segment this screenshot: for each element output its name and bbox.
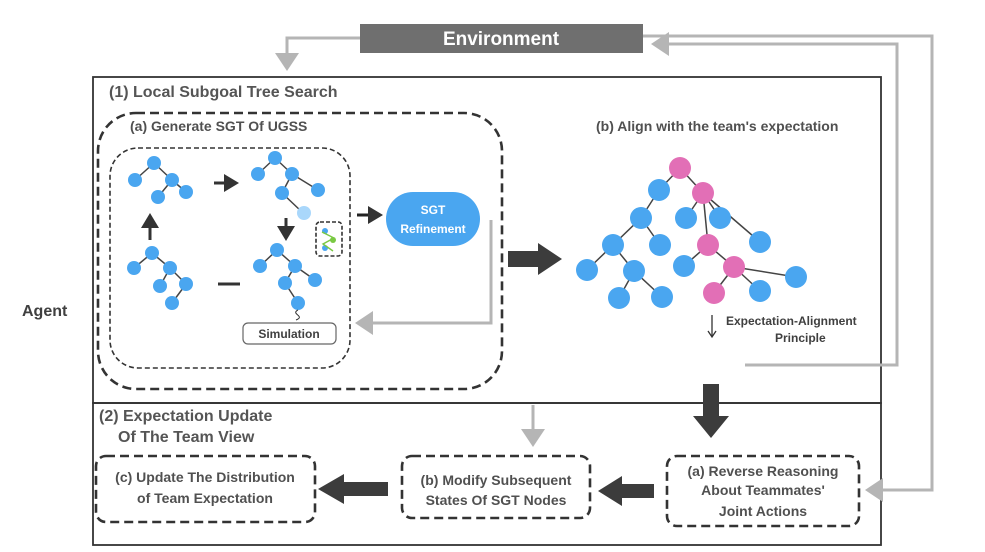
generate-sgt-title: (a) Generate SGT Of UGSS bbox=[130, 118, 307, 134]
environment-label: Environment bbox=[443, 29, 560, 50]
refinement-to-simulation-arrow bbox=[355, 220, 493, 335]
simulation-box: Simulation bbox=[242, 322, 337, 345]
modify-to-update-arrow bbox=[318, 474, 388, 504]
reverse-line2: About Teammates' bbox=[701, 482, 825, 498]
reverse-line1: (a) Reverse Reasoning bbox=[688, 463, 839, 479]
reverse-line3: Joint Actions bbox=[719, 503, 807, 519]
to-align-arrow bbox=[508, 243, 562, 275]
sgt-tree-topright bbox=[251, 151, 325, 220]
update-line2: of Team Expectation bbox=[137, 490, 273, 506]
env-to-agent-arrow bbox=[275, 36, 360, 71]
principle-line1: Expectation-Alignment bbox=[726, 314, 857, 328]
section2-title-line2: Of The Team View bbox=[118, 429, 255, 446]
sgt-tree-bottomleft bbox=[127, 246, 193, 310]
modify-states-box: (b) Modify Subsequent States Of SGT Node… bbox=[400, 454, 592, 520]
refinement-line1: SGT bbox=[421, 203, 446, 217]
feedback-loops bbox=[275, 32, 934, 502]
update-line1: (c) Update The Distribution bbox=[115, 469, 295, 485]
section2-frame bbox=[92, 402, 882, 546]
expectation-tree bbox=[576, 157, 807, 309]
modify-line2: States Of SGT Nodes bbox=[426, 492, 567, 508]
environment-bar: Environment bbox=[360, 24, 643, 53]
principle-annotation: Expectation-Alignment Principle bbox=[707, 314, 857, 345]
simulation-label: Simulation bbox=[258, 327, 319, 341]
align-title: (b) Align with the team's expectation bbox=[596, 118, 838, 134]
sgt-tree-topleft bbox=[128, 156, 193, 204]
expansion-callout bbox=[315, 221, 343, 257]
section2-title-line1: (2) Expectation Update bbox=[99, 408, 272, 425]
update-distribution-box: (c) Update The Distribution of Team Expe… bbox=[94, 454, 317, 524]
sgt-tree-bottomright bbox=[253, 243, 322, 321]
reverse-reasoning-box: (a) Reverse Reasoning About Teammates' J… bbox=[665, 454, 861, 528]
section1-title: (1) Local Subgoal Tree Search bbox=[109, 84, 338, 101]
refinement-line2: Refinement bbox=[400, 222, 465, 236]
principle-to-env-arrow bbox=[651, 32, 899, 367]
principle-line2: Principle bbox=[775, 331, 826, 345]
cycle-arrows bbox=[141, 174, 295, 286]
modify-line1: (b) Modify Subsequent bbox=[421, 472, 572, 488]
env-to-reverse-arrow bbox=[643, 34, 934, 502]
agent-label: Agent bbox=[22, 303, 68, 320]
sgt-refinement-node: SGT Refinement bbox=[386, 192, 480, 246]
to-reverse-arrow bbox=[693, 384, 729, 438]
reverse-to-modify-arrow bbox=[598, 476, 654, 506]
ugss-cycle-box bbox=[109, 147, 351, 369]
generate-sgt-box bbox=[96, 111, 504, 391]
